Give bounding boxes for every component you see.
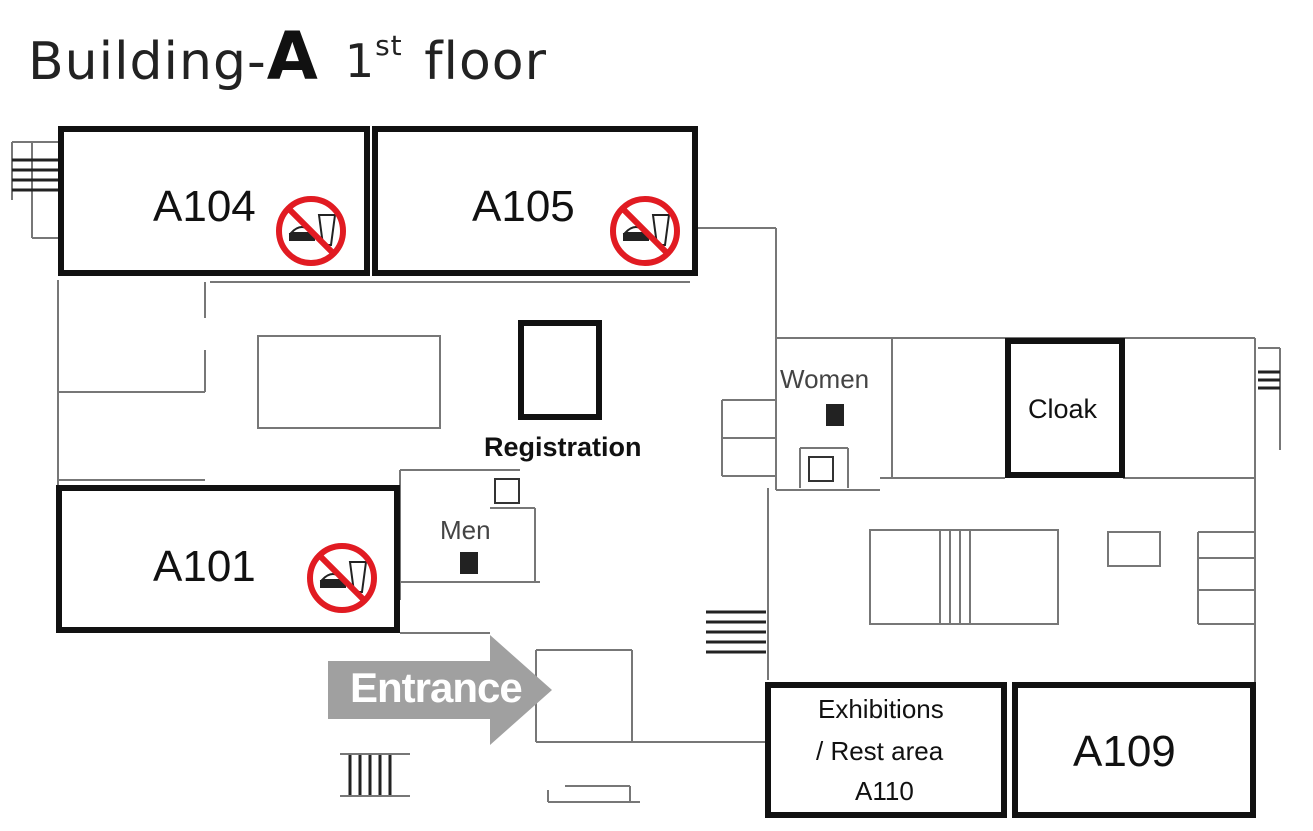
cloak-label: Cloak — [1028, 394, 1098, 424]
room-a101-label: A101 — [153, 542, 256, 591]
men-restroom-icon — [460, 552, 478, 574]
room-a109-label: A109 — [1073, 727, 1176, 776]
no-food-drink-icon — [610, 196, 680, 266]
men-restroom-label: Men — [440, 515, 491, 545]
title-floor-number: 1st — [344, 29, 403, 88]
exhibitions-label-line3: A110 — [855, 776, 914, 806]
title-building: A — [266, 18, 319, 95]
entrance-arrow-icon — [328, 635, 552, 745]
women-restroom-label: Women — [780, 364, 870, 394]
room-a109[interactable] — [1012, 682, 1256, 818]
room-a105-label: A105 — [472, 182, 575, 231]
women-restroom-icon — [826, 404, 844, 426]
room-a104-label: A104 — [153, 182, 256, 231]
accessible-toilet-icon — [494, 478, 520, 504]
accessible-toilet-icon — [808, 456, 834, 482]
registration-desk[interactable] — [518, 320, 602, 420]
exhibitions-label-line2: / Rest area — [816, 736, 944, 766]
map-title: Building-A 1st floor — [28, 18, 547, 95]
entrance-label: Entrance — [350, 664, 523, 711]
room-cloak[interactable] — [1005, 338, 1125, 478]
title-prefix: Building- — [28, 32, 267, 92]
title-floor-word: floor — [424, 32, 547, 92]
exhibitions-label-line1: Exhibitions — [818, 694, 944, 724]
registration-label: Registration — [484, 432, 642, 462]
no-food-drink-icon — [307, 543, 377, 613]
title-floor-suffix: st — [375, 29, 403, 62]
no-food-drink-icon — [276, 196, 346, 266]
room-a110-exhibitions[interactable] — [765, 682, 1007, 818]
